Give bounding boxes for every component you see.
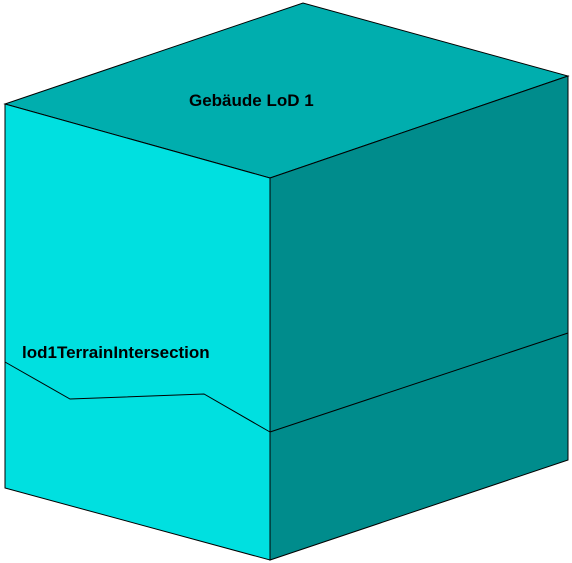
right-face [269, 75, 569, 561]
building-label: Gebäude LoD 1 [189, 91, 314, 110]
terrain-intersection-line-right [269, 332, 569, 433]
terrain-intersection-line-front [4, 361, 271, 433]
front-face [4, 103, 271, 561]
terrain-intersection-label: lod1TerrainIntersection [22, 343, 210, 362]
